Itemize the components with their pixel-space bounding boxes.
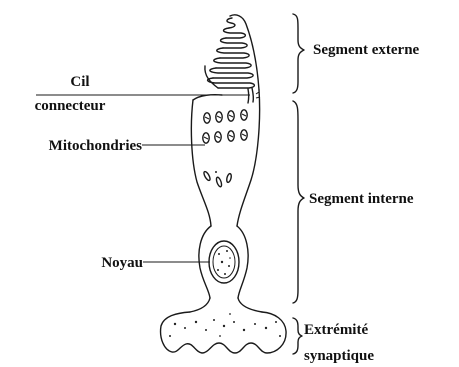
label-mitochondries: Mitochondries xyxy=(49,138,142,154)
label-segment-externe: Segment externe xyxy=(313,42,420,58)
label-cil: Cil xyxy=(70,74,89,90)
labels: Cil connecteur Mitochondries Noyau Segme… xyxy=(35,42,420,364)
brace-segment-externe xyxy=(293,14,304,93)
label-connecteur: connecteur xyxy=(35,98,106,114)
label-extremite: Extrémité xyxy=(304,322,368,338)
brace-segment-interne xyxy=(293,101,304,303)
label-segment-interne: Segment interne xyxy=(309,191,414,207)
brace-extremite-synaptique xyxy=(293,318,302,354)
mitochondria-cluster xyxy=(203,110,247,188)
cell-outline xyxy=(161,15,287,353)
label-noyau: Noyau xyxy=(101,255,143,271)
nucleus xyxy=(209,241,239,283)
synaptic-vesicles xyxy=(169,313,281,337)
label-synaptique: synaptique xyxy=(304,348,374,364)
leader-lines xyxy=(36,95,250,262)
